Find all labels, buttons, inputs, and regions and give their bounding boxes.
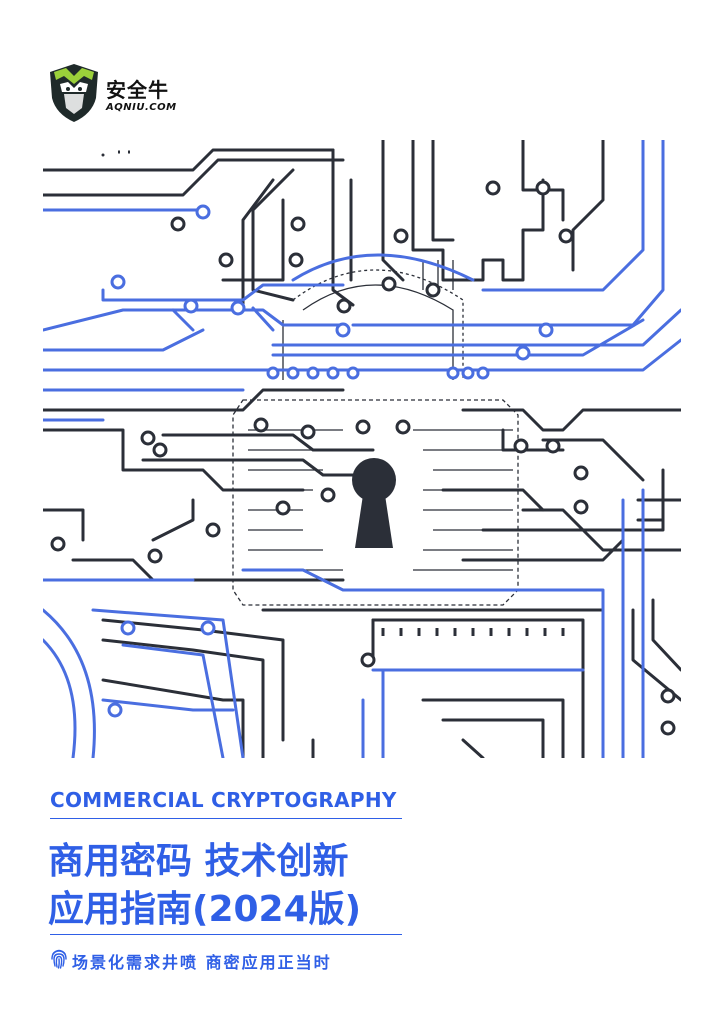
fingerprint-icon: [51, 949, 67, 969]
circuit-padlock-illustration: [43, 140, 681, 758]
dark-circuit-traces: [43, 140, 681, 758]
blue-circuit-traces: [43, 140, 681, 758]
dark-circuit-nodes: [50, 180, 676, 736]
cover-subtitle-en: COMMERCIAL CRYPTOGRAPHY: [50, 788, 397, 812]
connector-pins: [118, 150, 565, 636]
divider-top: [50, 818, 402, 819]
padlock-body-details: [232, 260, 519, 606]
brand-logo: 安全牛 AQNIU.COM: [48, 62, 188, 124]
keyhole: [352, 458, 396, 548]
cover-title-line2: 应用指南(2024版): [48, 889, 362, 930]
blue-circuit-nodes: [107, 204, 554, 718]
brand-name: 安全牛: [106, 78, 169, 102]
tagline-text: 场景化需求井喷 商密应用正当时: [72, 953, 332, 972]
cover-title-line1: 商用密码 技术创新: [48, 841, 349, 882]
shield-bull-logo-icon: [50, 64, 98, 122]
brand-domain: AQNIU.COM: [106, 102, 177, 113]
divider-bottom: [50, 934, 402, 935]
